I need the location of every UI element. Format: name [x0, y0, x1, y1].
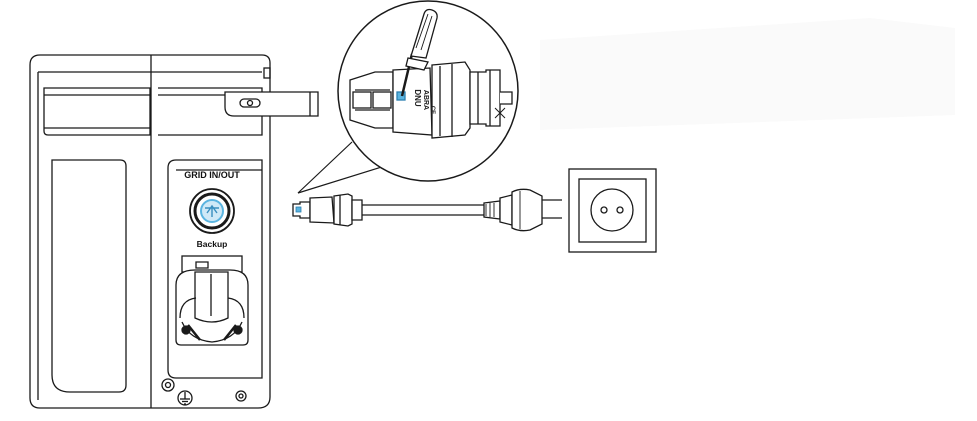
connector-ce-text: CE [429, 106, 435, 114]
connector-closeup [349, 61, 513, 139]
background-shape [540, 18, 955, 130]
bottom-screws [161, 378, 247, 402]
mounting-bracket [224, 91, 319, 117]
ac-connector [292, 193, 363, 227]
inverter-housing [29, 54, 271, 409]
ground-icon [177, 390, 193, 406]
schuko-plug-icon [483, 188, 562, 232]
backup-socket[interactable] [175, 255, 249, 346]
wall-socket-icon [568, 168, 657, 253]
connector-logo-text: DNU [413, 89, 422, 107]
connector-brand-text: ABRA [422, 90, 429, 110]
grid-in-out-label: GRID IN/OUT [184, 170, 240, 180]
grid-port-connector[interactable] [189, 188, 235, 234]
port-panel [167, 159, 263, 379]
screwdriver-icon [400, 8, 438, 97]
power-cable [362, 204, 484, 216]
backup-label: Backup [197, 239, 228, 249]
